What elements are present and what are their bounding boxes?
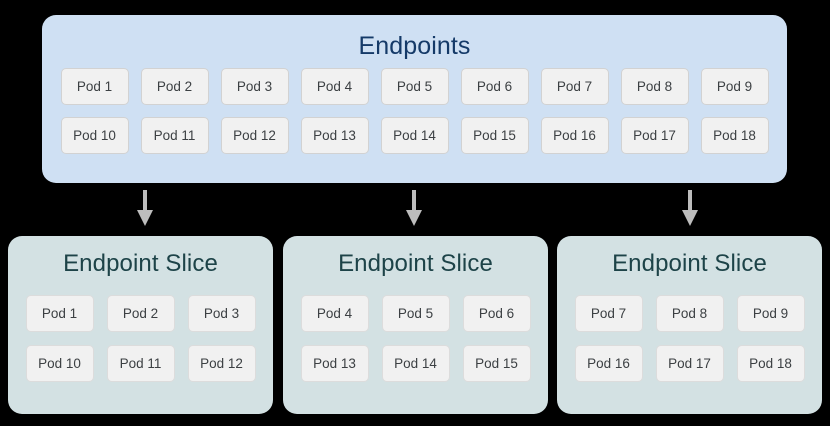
endpoints-pod-row: Pod 1 Pod 2 Pod 3 Pod 4 Pod 5 Pod 6 Pod … <box>42 68 787 105</box>
arrow-shaft <box>688 190 692 212</box>
pod-chip: Pod 11 <box>106 345 175 382</box>
pod-chip: Pod 3 <box>220 68 289 105</box>
arrow-head <box>406 210 422 226</box>
pod-chip: Pod 10 <box>25 345 94 382</box>
pod-chip: Pod 13 <box>300 117 369 154</box>
pod-chip: Pod 17 <box>620 117 689 154</box>
arrow-down-icon <box>406 190 422 226</box>
pod-chip: Pod 3 <box>187 295 256 332</box>
pod-chip: Pod 8 <box>620 68 689 105</box>
endpoints-pod-row: Pod 10 Pod 11 Pod 12 Pod 13 Pod 14 Pod 1… <box>42 117 787 154</box>
pod-chip: Pod 8 <box>655 295 724 332</box>
arrow-shaft <box>412 190 416 212</box>
pod-chip: Pod 11 <box>140 117 209 154</box>
pod-chip: Pod 2 <box>140 68 209 105</box>
pod-chip: Pod 9 <box>736 295 805 332</box>
pod-chip: Pod 17 <box>655 345 724 382</box>
pod-chip: Pod 10 <box>60 117 129 154</box>
arrow-shaft <box>143 190 147 212</box>
endpoint-slice-title: Endpoint Slice <box>338 250 493 277</box>
endpoint-slice-2: Endpoint Slice Pod 4 Pod 5 Pod 6 Pod 13 … <box>283 236 548 414</box>
slice-pod-row: Pod 4 Pod 5 Pod 6 <box>283 295 548 332</box>
arrow-head <box>137 210 153 226</box>
pod-chip: Pod 1 <box>60 68 129 105</box>
pod-chip: Pod 12 <box>187 345 256 382</box>
slice-pod-grid: Pod 7 Pod 8 Pod 9 Pod 16 Pod 17 Pod 18 <box>557 295 822 395</box>
endpoint-slice-title: Endpoint Slice <box>63 250 218 277</box>
endpoint-slice-title: Endpoint Slice <box>612 250 767 277</box>
arrow-down-icon <box>137 190 153 226</box>
slice-pod-grid: Pod 1 Pod 2 Pod 3 Pod 10 Pod 11 Pod 12 <box>8 295 273 395</box>
slice-pod-row: Pod 16 Pod 17 Pod 18 <box>557 345 822 382</box>
arrow-down-icon <box>682 190 698 226</box>
pod-chip: Pod 16 <box>574 345 643 382</box>
pod-chip: Pod 16 <box>540 117 609 154</box>
pod-chip: Pod 18 <box>700 117 769 154</box>
pod-chip: Pod 15 <box>462 345 531 382</box>
slice-pod-row: Pod 10 Pod 11 Pod 12 <box>8 345 273 382</box>
pod-chip: Pod 1 <box>25 295 94 332</box>
arrow-head <box>682 210 698 226</box>
pod-chip: Pod 9 <box>700 68 769 105</box>
pod-chip: Pod 12 <box>220 117 289 154</box>
pod-chip: Pod 13 <box>300 345 369 382</box>
pod-chip: Pod 4 <box>300 295 369 332</box>
pod-chip: Pod 14 <box>380 117 449 154</box>
slice-pod-grid: Pod 4 Pod 5 Pod 6 Pod 13 Pod 14 Pod 15 <box>283 295 548 395</box>
pod-chip: Pod 5 <box>380 68 449 105</box>
pod-chip: Pod 5 <box>381 295 450 332</box>
slice-pod-row: Pod 1 Pod 2 Pod 3 <box>8 295 273 332</box>
pod-chip: Pod 6 <box>460 68 529 105</box>
pod-chip: Pod 6 <box>462 295 531 332</box>
endpoints-pod-grid: Pod 1 Pod 2 Pod 3 Pod 4 Pod 5 Pod 6 Pod … <box>42 68 787 166</box>
endpoint-slice-3: Endpoint Slice Pod 7 Pod 8 Pod 9 Pod 16 … <box>557 236 822 414</box>
pod-chip: Pod 2 <box>106 295 175 332</box>
pod-chip: Pod 4 <box>300 68 369 105</box>
pod-chip: Pod 15 <box>460 117 529 154</box>
pod-chip: Pod 14 <box>381 345 450 382</box>
endpoint-slice-1: Endpoint Slice Pod 1 Pod 2 Pod 3 Pod 10 … <box>8 236 273 414</box>
slice-pod-row: Pod 13 Pod 14 Pod 15 <box>283 345 548 382</box>
pod-chip: Pod 7 <box>574 295 643 332</box>
endpoints-title: Endpoints <box>358 32 471 60</box>
slice-pod-row: Pod 7 Pod 8 Pod 9 <box>557 295 822 332</box>
endpoints-container: Endpoints Pod 1 Pod 2 Pod 3 Pod 4 Pod 5 … <box>42 15 787 183</box>
pod-chip: Pod 18 <box>736 345 805 382</box>
pod-chip: Pod 7 <box>540 68 609 105</box>
